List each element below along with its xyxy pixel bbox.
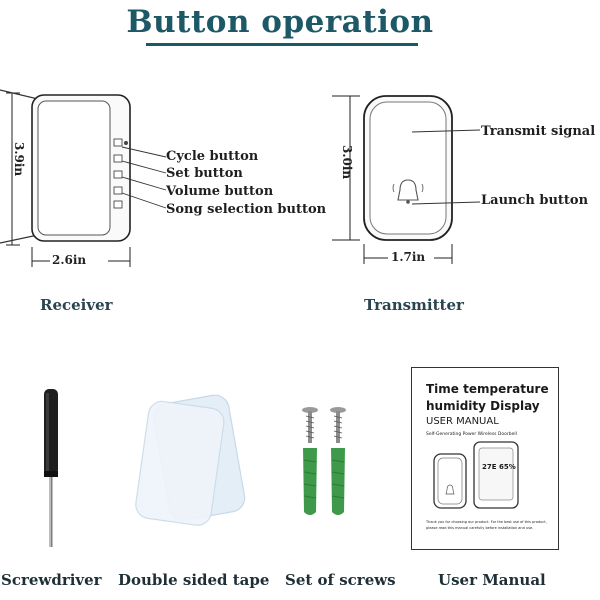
receiver-caption: Receiver — [40, 296, 113, 314]
caption-screwdriver: Screwdriver — [1, 571, 102, 589]
caption-set-of-screws: Set of screws — [285, 571, 396, 589]
receiver-drawing — [0, 89, 131, 267]
page-title: Button operation — [126, 4, 434, 40]
manual-receiver-icon — [473, 441, 519, 509]
manual-title-line2: humidity Display — [426, 399, 540, 413]
receiver-height-label: 3.9in — [12, 142, 26, 177]
manual-tagline: Self-Generating Power Wireless Doorbell — [426, 432, 517, 437]
transmitter-callout-lines — [411, 129, 481, 205]
transmitter-drawing — [332, 95, 453, 264]
callout-launch-button: Launch button — [481, 193, 589, 208]
callout-volume-button: Volume button — [166, 184, 274, 199]
callout-set-button: Set button — [166, 166, 243, 181]
callout-song-selection-button: Song selection button — [166, 202, 327, 217]
screwdriver-image — [44, 389, 58, 547]
callout-cycle-button: Cycle button — [166, 149, 259, 164]
callout-transmit-signal: Transmit signal — [481, 124, 596, 139]
bell-icon — [392, 179, 424, 204]
transmitter-height-label: 3.0in — [340, 145, 354, 180]
double-sided-tape-image — [135, 394, 246, 526]
manual-footnote-line1: Thank you for choosing our product. For … — [426, 520, 547, 524]
manual-transmitter-icon — [433, 453, 467, 509]
transmitter-width-label: 1.7in — [391, 250, 426, 264]
title-underline — [146, 43, 418, 46]
transmitter-caption: Transmitter — [364, 296, 464, 314]
manual-title-line1: Time temperature — [426, 382, 549, 396]
manual-lcd-text: 27E 65% — [482, 463, 516, 471]
screws-image — [302, 407, 346, 515]
caption-user-manual: User Manual — [438, 571, 546, 589]
manual-subtitle: USER MANUAL — [426, 416, 499, 427]
manual-footnote-line2: please read this manual carefully before… — [426, 526, 534, 530]
receiver-width-label: 2.6in — [52, 253, 87, 267]
caption-double-sided-tape: Double sided tape — [118, 571, 270, 589]
receiver-callout-lines — [121, 146, 167, 209]
user-manual-image: Time temperature humidity Display USER M… — [411, 367, 559, 550]
